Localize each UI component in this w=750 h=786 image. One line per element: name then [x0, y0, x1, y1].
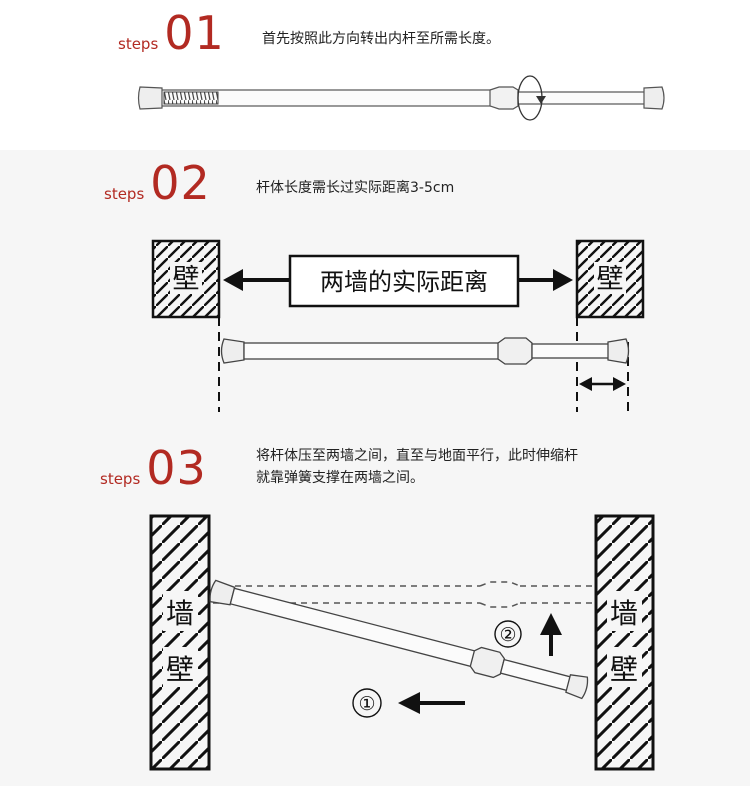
step2-number: 02 — [150, 156, 211, 210]
marker-2-label: ② — [499, 624, 516, 646]
step1-label: steps — [118, 35, 159, 53]
step1-heading: steps 01 — [118, 6, 225, 60]
step3-description-line1: 将杆体压至两墙之间，直至与地面平行，此时伸缩杆 — [256, 448, 578, 464]
rod-right-cap — [607, 338, 630, 364]
distance-label-box — [288, 254, 520, 308]
rod-joint — [489, 86, 519, 110]
left-arrow-icon — [398, 692, 420, 714]
right-end-cap — [643, 86, 665, 110]
right-wall-label: 壁 — [597, 264, 624, 295]
rotation-arrowhead-icon — [536, 96, 546, 104]
step3-description-line2: 就靠弹簧支撑在两墙之间。 — [256, 470, 424, 486]
step3-heading: steps 03 — [100, 441, 207, 495]
left-wall-label-bg-bottom — [163, 647, 198, 687]
left-wall-label-bg-top — [163, 591, 198, 631]
left-end-cap — [137, 86, 163, 110]
distance-arrow-left-icon — [223, 269, 243, 291]
left-wall-label-bg — [170, 262, 202, 294]
step2-heading: steps 02 — [104, 156, 211, 210]
step3-label: steps — [100, 470, 141, 488]
step2-description: 杆体长度需长过实际距离3-5cm — [256, 180, 455, 196]
right-wall — [594, 514, 655, 771]
rod-inner-tube — [531, 343, 611, 359]
left-wall-label: 壁 — [173, 264, 200, 295]
left-wall-label-top: 墙 — [166, 597, 194, 630]
step2-panel: steps 02 杆体长度需长过实际距离3-5cm 壁 壁 两墙的实际距离 — [0, 150, 750, 435]
left-wall — [149, 514, 211, 771]
right-wall-label-bg-bottom — [607, 647, 642, 687]
threaded-section — [163, 91, 219, 105]
left-wall-label-bottom: 壁 — [166, 653, 194, 686]
marker-1-circle — [352, 688, 382, 718]
step2-diagram: 壁 壁 两墙的实际距离 — [151, 239, 645, 412]
tilted-rod — [209, 579, 589, 700]
step1-rod-diagram — [137, 75, 665, 121]
right-wall-label-bg — [594, 262, 626, 294]
extra-length-arrow-right-icon — [613, 377, 626, 391]
distance-arrow-right-icon — [553, 269, 573, 291]
inner-tube — [517, 91, 647, 105]
step2-label: steps — [104, 185, 145, 203]
right-wall-label-bg-top — [607, 591, 642, 631]
rod-joint — [497, 337, 533, 365]
rod-outer-tube — [243, 342, 501, 360]
step1-description: 首先按照此方向转出内杆至所需长度。 — [262, 31, 500, 47]
step1-number: 01 — [164, 6, 225, 60]
marker-1-label: ① — [358, 693, 375, 715]
step3-number: 03 — [146, 441, 207, 495]
step3-diagram: 墙 壁 墙 壁 ② ① — [149, 514, 655, 771]
extra-length-arrow-left-icon — [579, 377, 592, 391]
distance-label: 两墙的实际距离 — [320, 268, 488, 296]
rod-left-cap — [220, 338, 245, 364]
step1-panel: steps 01 首先按照此方向转出内杆至所需长度。 — [0, 0, 750, 150]
marker-2-circle — [494, 620, 522, 648]
right-wall-label-bottom: 壁 — [610, 653, 638, 686]
up-arrow-icon — [540, 613, 562, 635]
step3-panel: steps 03 将杆体压至两墙之间，直至与地面平行，此时伸缩杆 就靠弹簧支撑在两… — [0, 435, 750, 786]
right-wall-label-top: 墙 — [610, 597, 638, 630]
